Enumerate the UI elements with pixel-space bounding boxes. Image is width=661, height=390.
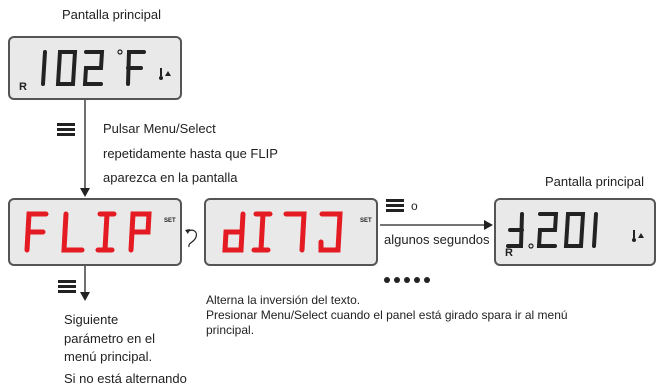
main-display-r: R bbox=[19, 81, 27, 93]
arrow-down-main-to-flip bbox=[80, 100, 90, 197]
instruction-line-2: repetidamente hasta que FLIP bbox=[103, 146, 278, 161]
next-line-2: parámetro en el bbox=[64, 331, 156, 346]
arrow-down-next bbox=[80, 266, 90, 301]
flip-display-digits bbox=[24, 211, 152, 253]
instruction-line-3: aparezca en la pantalla bbox=[103, 170, 238, 185]
or-text: o bbox=[411, 199, 418, 213]
main-screen-label-right: Pantalla principal bbox=[545, 174, 645, 189]
dots-icon bbox=[384, 270, 434, 288]
main-display: R bbox=[8, 36, 182, 100]
menu-icon-2 bbox=[386, 199, 404, 213]
thermometer-icon bbox=[159, 68, 171, 80]
arrow-right-to-flipped bbox=[380, 220, 493, 230]
toggle-line-1: Alterna la inversión del texto. bbox=[206, 293, 361, 307]
thermometer-icon-2 bbox=[632, 230, 644, 242]
next-line-3: menú principal. bbox=[64, 349, 153, 364]
next-line-4: Si no está alternando bbox=[64, 371, 187, 386]
ditj-set-tag: SET bbox=[360, 218, 372, 224]
ditj-display-digits bbox=[222, 211, 343, 253]
wait-text: algunos segundos bbox=[384, 232, 490, 247]
menu-icon bbox=[57, 123, 75, 137]
instruction-line-1: Pulsar Menu/Select bbox=[103, 121, 216, 136]
flipped-display: R bbox=[494, 198, 656, 266]
main-screen-label: Pantalla principal bbox=[62, 7, 162, 22]
ditj-display: SET bbox=[204, 198, 378, 266]
main-display-digits bbox=[41, 49, 171, 86]
menu-icon-3 bbox=[58, 280, 76, 294]
flipped-display-digits bbox=[506, 212, 644, 249]
flip-set-tag: SET bbox=[164, 218, 176, 224]
flipped-display-r: R bbox=[505, 247, 513, 259]
flip-display: SET bbox=[8, 198, 182, 266]
toggle-line-2: Presionar Menu/Select cuando el panel es… bbox=[206, 308, 568, 322]
rotate-icon bbox=[185, 229, 197, 248]
toggle-line-3: principal. bbox=[206, 323, 255, 337]
next-line-1: Siguiente bbox=[64, 312, 119, 327]
